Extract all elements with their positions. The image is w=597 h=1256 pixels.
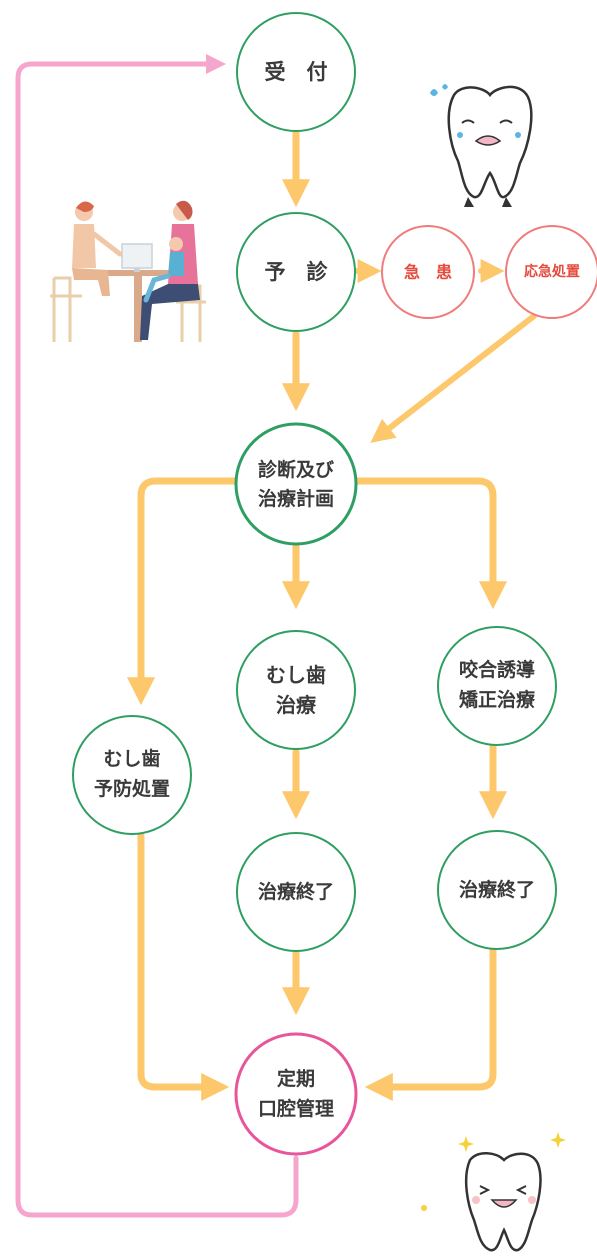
arrow-diagnosis-to-prevention	[127, 477, 240, 706]
node-diagnosis-label-1: 診断及び	[258, 458, 334, 481]
node-diagnosis-label-2: 治療計画	[258, 487, 334, 510]
node-first-aid: 応急処置	[505, 225, 597, 319]
node-maintenance-label-1: 定期	[277, 1067, 315, 1090]
node-orthodontic-label-2: 矯正治療	[459, 688, 536, 711]
node-maintenance-label-2: 口腔管理	[258, 1097, 334, 1120]
node-caries-prevention-label-1: むし歯	[103, 747, 160, 770]
arrow-ortho-end-to-maintenance	[364, 947, 497, 1101]
arrow-diagnosis-to-orthodontic	[353, 477, 507, 610]
happy-tooth-icon	[421, 1132, 566, 1252]
crying-tooth-icon	[430, 84, 533, 207]
node-end-caries-label: 治療終了	[258, 880, 334, 903]
node-orthodontic: 咬合誘導 矯正治療	[437, 626, 557, 746]
connectors	[15, 54, 537, 1218]
node-pre-exam: 予 診	[236, 212, 356, 332]
node-emergency-label: 急 患	[404, 263, 452, 282]
node-caries-treatment-label-2: 治療	[276, 693, 316, 717]
return-loop-arrow	[15, 54, 299, 1218]
arrow-first-aid-to-diagnosis	[370, 313, 537, 443]
node-diagnosis: 診断及び 治療計画	[234, 422, 358, 546]
node-maintenance: 定期 口腔管理	[234, 1032, 358, 1156]
node-reception-label: 受 付	[265, 60, 328, 84]
node-caries-treatment: むし歯 治療	[236, 630, 356, 750]
node-first-aid-label: 応急処置	[524, 263, 580, 280]
node-caries-prevention: むし歯 予防処置	[72, 715, 192, 835]
node-caries-prevention-label-2: 予防処置	[94, 777, 170, 800]
node-reception: 受 付	[236, 12, 356, 132]
node-orthodontic-label-1: 咬合誘導	[459, 658, 535, 681]
node-pre-exam-label: 予 診	[265, 260, 329, 284]
node-caries-treatment-label-1: むし歯	[266, 663, 326, 687]
node-emergency: 急 患	[381, 225, 475, 319]
consultation-scene-icon	[50, 200, 206, 342]
node-end-caries: 治療終了	[236, 832, 356, 952]
arrow-prevention-to-maintenance	[137, 832, 230, 1101]
node-end-ortho-label: 治療終了	[459, 878, 535, 901]
node-end-ortho: 治療終了	[437, 830, 557, 950]
